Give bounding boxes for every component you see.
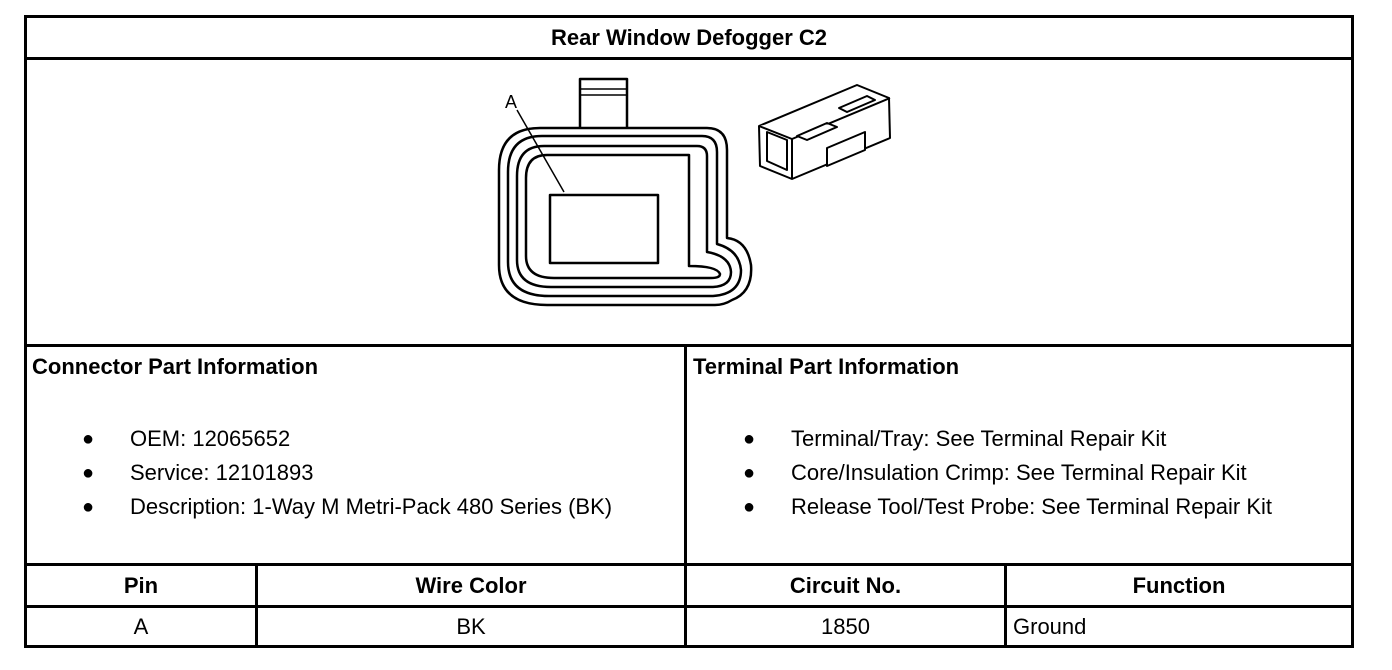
title-divider (24, 57, 1354, 60)
table-cell-wire-color: BK (456, 614, 486, 639)
list-item: ●Core/Insulation Crimp: See Terminal Rep… (743, 460, 1247, 485)
table-header-divider (24, 605, 1354, 608)
table-header-pin: Pin (123, 572, 159, 598)
connector-info-heading: Connector Part Information (32, 354, 319, 379)
table-col-divider-3 (1004, 563, 1007, 648)
callout-leader-a (516, 109, 565, 193)
terminal-cavity-a (548, 193, 660, 265)
callout-label-a: A (505, 92, 517, 112)
page-title: Rear Window Defogger C2 (550, 24, 828, 50)
list-item: ●Release Tool/Test Probe: See Terminal R… (743, 494, 1272, 519)
connector-info-list: ●OEM: 12065652 ●Service: 12101893 ●Descr… (82, 422, 682, 524)
connector-face-illustration: A (497, 77, 891, 307)
table-col-divider-1 (255, 563, 258, 648)
table-header-circuit-no: Circuit No. (789, 572, 902, 598)
list-item: ●Service: 12101893 (82, 460, 314, 485)
terminal-info-list: ●Terminal/Tray: See Terminal Repair Kit … (743, 422, 1348, 524)
diagram-divider (24, 344, 1354, 347)
terminal-info-heading: Terminal Part Information (693, 354, 960, 379)
table-header-function: Function (1132, 572, 1226, 598)
connector-diagram: A (27, 60, 1351, 345)
table-cell-circuit-no: 1850 (821, 614, 870, 639)
info-column-divider (684, 344, 687, 648)
latch-tab (578, 77, 629, 131)
table-top-divider (24, 563, 1354, 566)
connector-isometric-view (758, 84, 891, 180)
table-cell-pin: A (133, 614, 149, 639)
table-cell-function: Ground (1013, 614, 1087, 639)
list-item: ●OEM: 12065652 (82, 426, 291, 451)
table-header-wire-color: Wire Color (415, 572, 527, 598)
list-item: ●Description: 1-Way M Metri-Pack 480 Ser… (82, 494, 613, 519)
list-item: ●Terminal/Tray: See Terminal Repair Kit (743, 426, 1167, 451)
connector-document-frame (24, 15, 1354, 648)
